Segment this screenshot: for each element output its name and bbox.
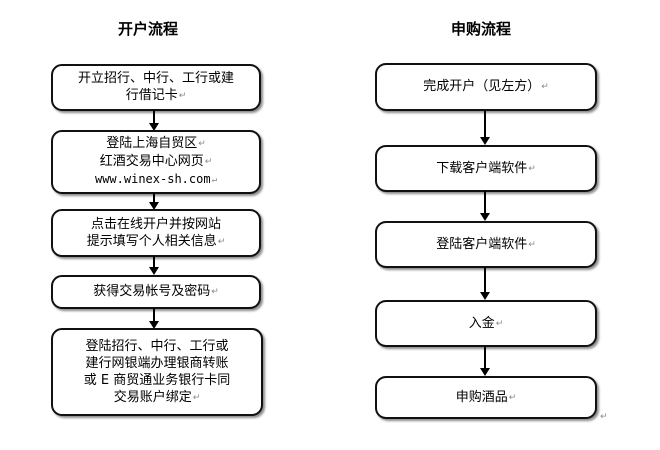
- paragraph-mark: ↵: [217, 236, 226, 247]
- right-step-3-line-1: 登陆客户端软件↵: [436, 236, 536, 252]
- left-step-5-line-1: 登陆招行、中行、工行或: [85, 338, 229, 354]
- left-step-1-line-2: 行借记卡↵: [125, 88, 187, 103]
- left-step-3-box: 点击在线开户并按网站 提示填写个人相关信息↵: [51, 209, 261, 257]
- left-step-3-line-1: 点击在线开户并按网站: [90, 216, 221, 232]
- left-step-1-box: 开立招行、中行、工行或建 行借记卡↵: [51, 64, 261, 111]
- left-arrow-4: [149, 308, 159, 329]
- left-step-5-line-4: 交易账户绑定↵: [113, 389, 201, 405]
- right-step-4-line-1: 入金↵: [468, 315, 504, 331]
- left-flow-title: 开户流程: [118, 20, 179, 38]
- left-arrow-2: [149, 193, 159, 210]
- left-step-2-line-1: 登陆上海自贸区↵: [106, 136, 206, 151]
- left-step-2-box: 登陆上海自贸区↵ 红酒交易中心网页↵ www.winex-sh.com↵: [51, 130, 261, 194]
- left-arrow-3: [149, 256, 159, 275]
- right-step-5-box: 申购酒品↵: [375, 376, 597, 419]
- paragraph-mark: ↵: [495, 318, 504, 329]
- paragraph-mark: ↵: [508, 392, 517, 403]
- right-flow-title: 申购流程: [451, 20, 512, 38]
- left-arrow-1: [149, 110, 159, 131]
- left-step-1-line-1: 开立招行、中行、工行或建: [77, 71, 234, 86]
- right-step-2-box: 下载客户端软件↵: [375, 145, 597, 192]
- right-step-4-box: 入金↵: [375, 300, 597, 347]
- paragraph-mark: ↵: [211, 175, 217, 185]
- paragraph-mark: ↵: [198, 139, 206, 149]
- left-step-5-line-2: 建行网银端办理银商转账: [85, 355, 229, 371]
- paragraph-mark: ↵: [541, 82, 549, 92]
- right-arrow-3: [480, 267, 490, 300]
- right-step-1-box: 完成开户（见左方）↵: [375, 63, 597, 111]
- left-step-3-line-2: 提示填写个人相关信息↵: [86, 233, 226, 249]
- paragraph-mark: ↵: [528, 163, 536, 174]
- left-step-2-line-2: 红酒交易中心网页↵: [99, 154, 213, 169]
- right-arrow-1: [480, 110, 490, 145]
- left-step-5-line-3: 或 E 商贸通业务银行卡同: [83, 372, 231, 388]
- paragraph-mark: ↵: [600, 412, 608, 422]
- paragraph-mark: ↵: [178, 91, 187, 101]
- right-arrow-4: [480, 346, 490, 376]
- right-step-5-line-1: 申购酒品↵: [455, 389, 517, 405]
- right-step-1-line-1: 完成开户（见左方）↵: [423, 79, 549, 94]
- right-step-3-box: 登陆客户端软件↵: [375, 221, 597, 268]
- paragraph-mark: ↵: [192, 392, 201, 403]
- paragraph-mark: ↵: [528, 239, 536, 250]
- left-step-4-box: 获得交易帐号及密码↵: [51, 275, 261, 309]
- right-arrow-2: [480, 191, 490, 221]
- left-step-5-box: 登陆招行、中行、工行或 建行网银端办理银商转账 或 E 商贸通业务银行卡同 交易…: [51, 328, 263, 416]
- left-step-4-line-1: 获得交易帐号及密码↵: [93, 284, 219, 299]
- paragraph-mark: ↵: [204, 157, 213, 167]
- right-step-2-line-1: 下载客户端软件↵: [436, 160, 536, 176]
- left-step-2-line-3: www.winex-sh.com↵: [94, 172, 217, 186]
- paragraph-mark: ↵: [211, 287, 219, 297]
